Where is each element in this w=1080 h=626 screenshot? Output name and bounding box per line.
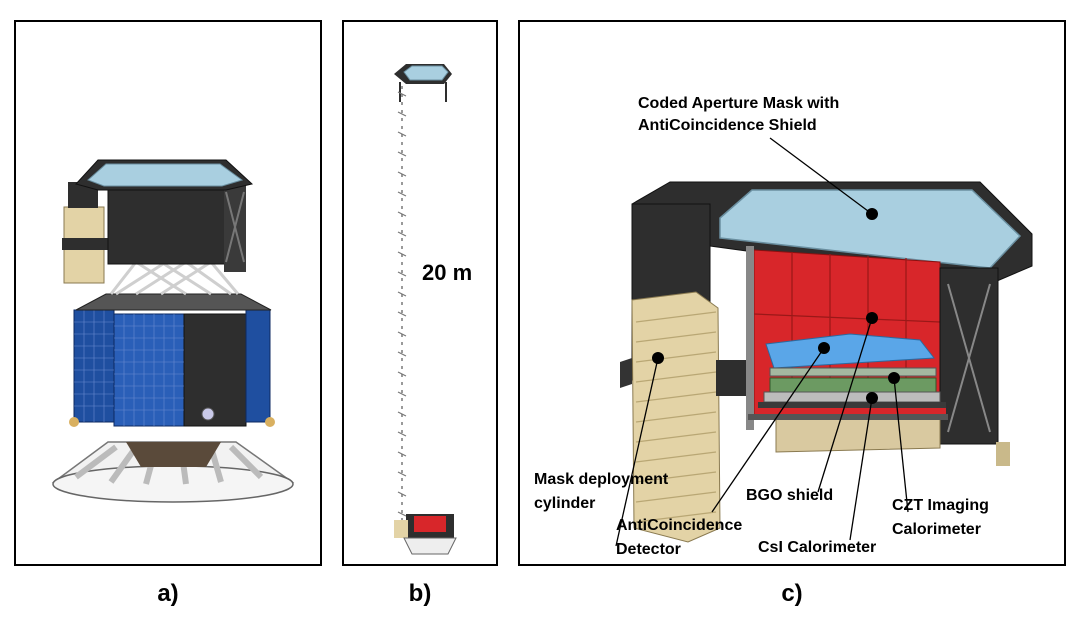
deployed-mask-legs <box>399 82 447 102</box>
instrument-cutaway-illustration: Coded Aperture Mask with AntiCoincidence… <box>534 95 1033 558</box>
caption-c: c) <box>781 580 803 607</box>
csi-callout-dot <box>866 392 878 404</box>
coded-aperture-mask <box>719 189 1022 269</box>
leader-lines <box>615 137 909 547</box>
solar-panel-right <box>245 309 271 423</box>
instrument-cross-bracing <box>225 191 245 263</box>
spacecraft-stowed-illustration <box>51 159 295 503</box>
instrument-housing <box>107 189 239 265</box>
label-bgo: BGO shield <box>746 487 833 504</box>
deployed-detector-shield <box>414 516 446 532</box>
deployed-base <box>403 537 457 555</box>
label-mask-line2: AntiCoincidence Shield <box>638 117 817 134</box>
boom-ribs <box>397 91 407 517</box>
deployed-mask-surface <box>403 65 449 81</box>
label-csi: CsI Calorimeter <box>758 539 876 556</box>
thruster-left <box>69 417 79 427</box>
czt-callout-dot <box>888 372 900 384</box>
csi-calorimeter-block <box>775 415 941 453</box>
side-tray-right <box>716 360 752 396</box>
bus-port <box>201 407 215 421</box>
label-czt-line1: CZT Imaging <box>892 497 989 514</box>
caption-a: a) <box>157 580 179 607</box>
cylinder-helical-ribs <box>635 311 717 523</box>
shield-panel-seams <box>753 252 941 414</box>
thruster-right <box>265 417 275 427</box>
label-mask-line1: Coded Aperture Mask with <box>638 95 839 112</box>
distance-label: 20 m <box>422 260 472 285</box>
cylinder-callout-dot <box>652 352 664 364</box>
panel-c: Coded Aperture Mask with AntiCoincidence… <box>518 20 1066 566</box>
frame-bottom <box>748 414 948 420</box>
caption-b: b) <box>408 580 432 607</box>
label-cylinder-line1: Mask deployment <box>534 471 669 488</box>
frame-right-bracing <box>947 283 991 433</box>
panel-b: 20 m <box>342 20 498 566</box>
panel-a <box>14 20 322 566</box>
bgo-callout-dot <box>866 312 878 324</box>
deployed-configuration-illustration: 20 m <box>394 64 472 555</box>
label-cylinder-line2: cylinder <box>534 495 595 512</box>
anticoincidence-detector-top <box>765 333 935 369</box>
solar-cell-grid <box>74 310 184 426</box>
label-acd-line2: Detector <box>616 541 681 558</box>
frame-left-post <box>746 246 754 430</box>
deployed-cylinder <box>394 520 408 538</box>
label-czt-line2: Calorimeter <box>892 521 981 538</box>
mask-callout-dot <box>866 208 878 220</box>
detector-plate-1 <box>769 367 937 377</box>
solar-panel-front <box>113 313 185 427</box>
coded-mask-surface <box>87 163 244 187</box>
acd-callout-dot <box>818 342 830 354</box>
right-foot <box>996 442 1010 466</box>
bus-top-deck <box>75 293 272 311</box>
side-tray <box>620 358 632 388</box>
adapter-base-dark <box>126 442 221 467</box>
bus-panel-dark <box>183 313 247 427</box>
label-acd-line1: AntiCoincidence <box>616 517 742 534</box>
cylinder-band <box>62 238 112 250</box>
csi-red-strip <box>758 408 946 414</box>
truss-structure <box>109 260 240 296</box>
